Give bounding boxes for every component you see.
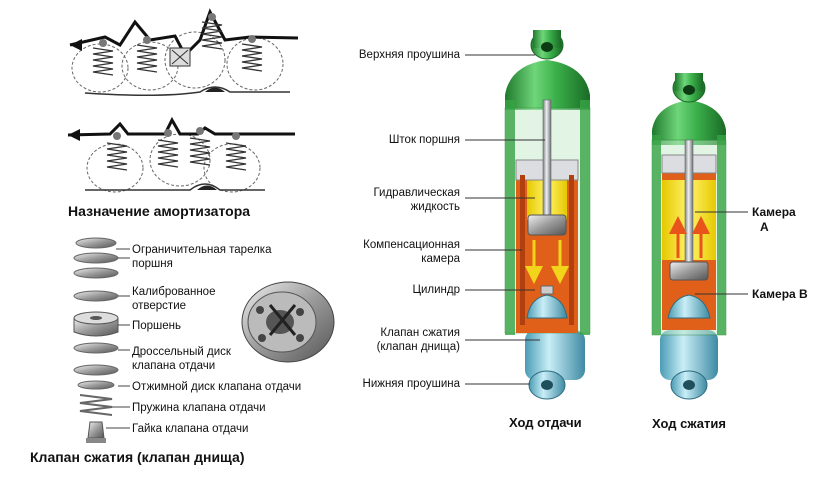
label-fluid-line2: жидкость xyxy=(410,201,460,213)
shock-absorber-rebound xyxy=(504,30,591,400)
shock-leader-lines xyxy=(465,54,748,385)
caption-rebound: Ход отдачи xyxy=(509,415,582,430)
label-fluid-line1: Гидравлическая xyxy=(373,187,460,199)
label-limit-plate-line2: поршня xyxy=(132,258,173,270)
label-throttle: Дроссельный диск клапана отдачи xyxy=(132,345,231,373)
chamber-a-line1: Камера xyxy=(752,205,796,219)
label-fluid: Гидравлическая жидкость xyxy=(373,186,460,214)
label-comp-chamber-line2: камера xyxy=(421,253,460,265)
label-calibrated: Калиброванное отверстие xyxy=(132,285,215,313)
purpose-heading: Назначение амортизатора xyxy=(68,203,251,219)
road-diagram-2 xyxy=(67,116,295,193)
label-piston-rod: Шток поршня xyxy=(388,134,460,146)
chamber-b-label: Камера В xyxy=(752,287,808,301)
label-piston: Поршень xyxy=(132,320,182,332)
road-line-icon xyxy=(69,8,299,58)
label-nut: Гайка клапана отдачи xyxy=(132,423,249,435)
piston-3d-icon xyxy=(241,281,335,363)
label-throttle-line2: клапана отдачи xyxy=(132,360,216,372)
road-diagram-1 xyxy=(69,8,299,97)
label-comp-chamber-line1: Компенсационная xyxy=(363,239,460,251)
label-spring: Пружина клапана отдачи xyxy=(132,402,266,414)
chamber-a-line2: А xyxy=(760,220,769,234)
label-throttle-line1: Дроссельный диск xyxy=(132,346,231,358)
label-comp-valve-line1: Клапан сжатия xyxy=(380,327,460,339)
label-cylinder: Цилиндр xyxy=(412,284,460,296)
label-limit-plate-line1: Ограничительная тарелка xyxy=(132,244,272,256)
label-comp-chamber: Компенсационная камера xyxy=(363,238,460,266)
label-upper-eye: Верхняя проушина xyxy=(358,49,460,61)
valve-leader-lines xyxy=(106,248,130,429)
label-comp-valve: Клапан сжатия (клапан днища) xyxy=(377,326,460,354)
valve-heading: Клапан сжатия (клапан днища) xyxy=(30,449,245,465)
label-comp-valve-line2: (клапан днища) xyxy=(376,341,460,353)
chamber-a-label: Камера А xyxy=(752,205,796,235)
label-calibrated-line2: отверстие xyxy=(132,300,187,312)
label-press-disc: Отжимной диск клапана отдачи xyxy=(132,381,302,393)
valve-parts-stack xyxy=(73,237,119,443)
shock-absorber-compression xyxy=(651,73,727,400)
label-lower-eye: Нижняя проушина xyxy=(362,378,460,390)
label-calibrated-line1: Калиброванное xyxy=(132,286,216,298)
label-limit-plate: Ограничительная тарелка поршня xyxy=(132,243,271,271)
caption-compression: Ход сжатия xyxy=(652,416,726,431)
